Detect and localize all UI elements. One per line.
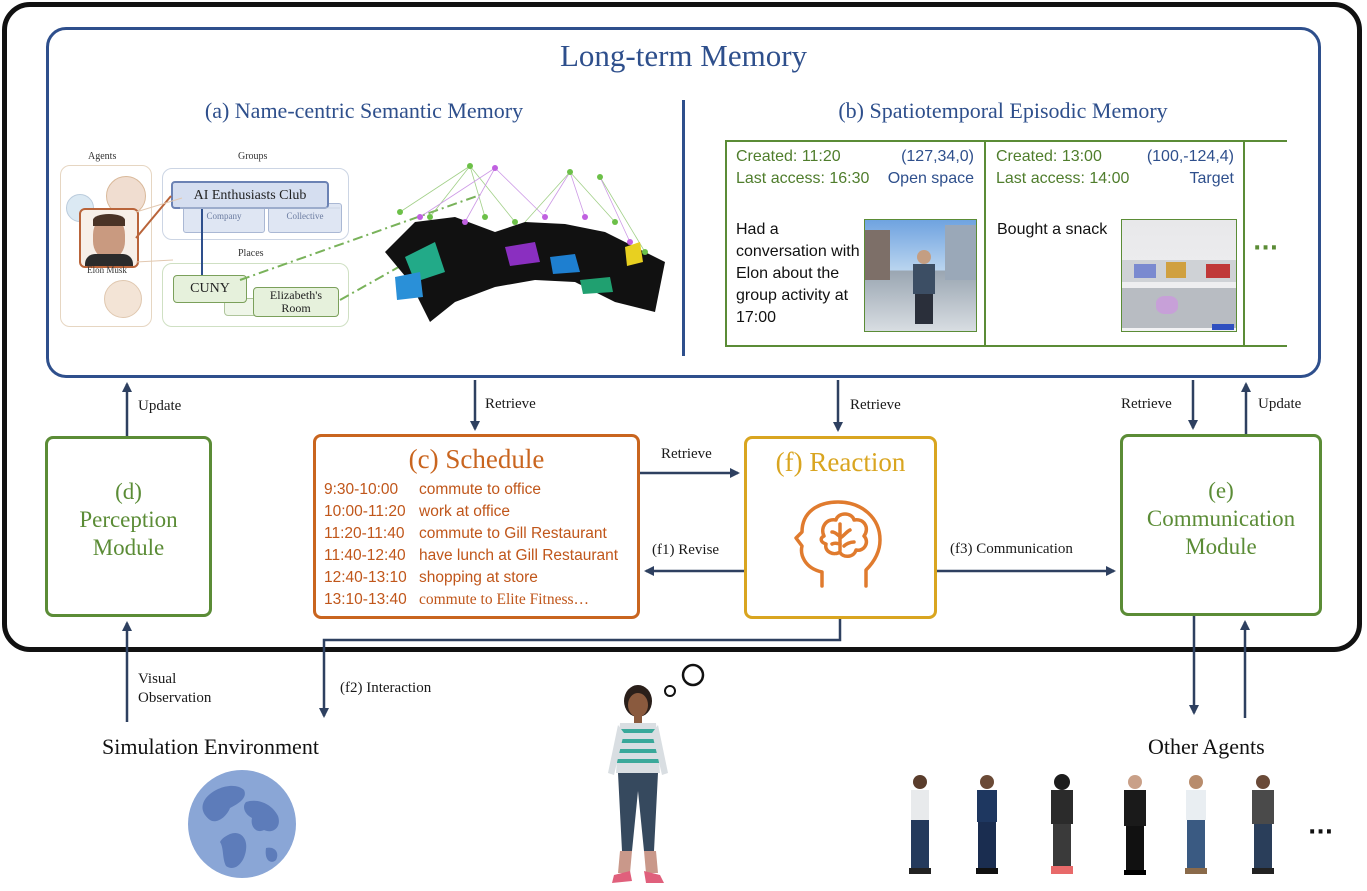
communication-module-label: (e) Communication Module bbox=[1120, 477, 1322, 561]
episode2-coords: (100,-124,4) bbox=[1146, 148, 1234, 165]
reaction-title: (f) Reaction bbox=[775, 447, 906, 477]
retrieve-label-schedule-reaction: Retrieve bbox=[661, 446, 712, 462]
episode2-store-image bbox=[1121, 219, 1237, 332]
episode1-created: Created: 11:20 bbox=[736, 148, 841, 165]
episodic-memory-title: (b) Spatiotemporal Episodic Memory bbox=[838, 98, 1168, 123]
perception-line1: Perception bbox=[79, 507, 178, 532]
episode1-place: Open space bbox=[887, 170, 974, 187]
places-label: Places bbox=[238, 248, 264, 259]
episode1-coords: (127,34,0) bbox=[901, 148, 974, 165]
other-agent-figure bbox=[1185, 775, 1207, 874]
episode-continuation bbox=[1245, 140, 1287, 142]
agent-avatar-faded bbox=[104, 280, 142, 318]
agents-label: Agents bbox=[88, 151, 117, 162]
semantic-graph-links bbox=[135, 194, 481, 301]
retrieve-label-comm: Retrieve bbox=[1121, 396, 1172, 412]
episode-card-1 bbox=[725, 140, 986, 347]
long-term-memory-title: Long-term Memory bbox=[559, 38, 808, 73]
more-episodes-ellipsis: ··· bbox=[1253, 236, 1279, 261]
other-agents-group bbox=[909, 774, 1274, 875]
agent-frame bbox=[2, 2, 1362, 652]
main-agent-avatar bbox=[608, 685, 668, 883]
episode1-text: Had a conversation with Elon about the g… bbox=[736, 221, 860, 326]
perception-line2: Module bbox=[92, 535, 165, 560]
schedule-box bbox=[313, 434, 640, 619]
update-label-left: Update bbox=[138, 398, 182, 414]
groups-label: Groups bbox=[238, 151, 268, 162]
episode-divider bbox=[984, 140, 986, 347]
semantic-memory-title: (a) Name-centric Semantic Memory bbox=[204, 98, 524, 123]
globe-icon bbox=[188, 770, 296, 878]
other-agent-figure bbox=[1124, 775, 1146, 875]
update-label-right: Update bbox=[1258, 396, 1302, 412]
agents-panel bbox=[60, 165, 152, 327]
episode-divider bbox=[1243, 140, 1245, 347]
communication-label: (f3) Communication bbox=[950, 541, 1073, 557]
communication-module-box bbox=[1120, 434, 1322, 616]
more-agents-ellipsis: ··· bbox=[1308, 820, 1334, 845]
elon-musk-label: Elon Musk bbox=[87, 265, 127, 275]
episode2-created: Created: 13:00 bbox=[996, 148, 1102, 165]
perception-module-label: (d) Perception Module bbox=[45, 478, 212, 562]
interaction-label: (f2) Interaction bbox=[340, 680, 432, 696]
episode-card-2 bbox=[986, 140, 1244, 347]
3d-scene-graph bbox=[385, 163, 665, 322]
place-node-cuny: CUNY bbox=[173, 275, 247, 303]
retrieve-label-schedule: Retrieve bbox=[485, 396, 536, 412]
other-agent-figure bbox=[1051, 774, 1073, 874]
episode1-street-image bbox=[864, 219, 977, 332]
other-agent-figure bbox=[909, 775, 931, 874]
communication-line1: Communication bbox=[1146, 506, 1296, 531]
brain-head-icon bbox=[794, 500, 882, 588]
episode2-text: Bought a snack bbox=[997, 221, 1108, 238]
other-agents-label: Other Agents bbox=[1148, 734, 1265, 759]
episode2-place: Target bbox=[1189, 170, 1234, 187]
episode-continuation bbox=[1245, 345, 1287, 347]
visual-observation-label: Visual Observation bbox=[138, 671, 212, 706]
episode1-last-access: Last access: 16:30 bbox=[736, 170, 870, 187]
communication-letter: (e) bbox=[1208, 478, 1234, 503]
revise-label: (f1) Revise bbox=[652, 542, 720, 558]
group-node-ai-enthusiasts: AI Enthusiasts Club bbox=[171, 181, 329, 209]
perception-letter: (d) bbox=[115, 479, 142, 504]
place-node-elizabeths-room: Elizabeth's Room bbox=[253, 287, 339, 317]
long-term-memory-box bbox=[46, 27, 1321, 378]
elon-musk-avatar bbox=[79, 208, 139, 268]
schedule-title: (c) Schedule bbox=[408, 444, 545, 474]
communication-line2: Module bbox=[1185, 534, 1257, 559]
episode2-last-access: Last access: 14:00 bbox=[996, 170, 1130, 187]
other-agent-figure bbox=[976, 775, 998, 874]
simulation-environment-label: Simulation Environment bbox=[102, 734, 319, 759]
thought-bubble-icon bbox=[664, 663, 705, 697]
perception-module-box bbox=[45, 436, 212, 617]
memory-divider bbox=[682, 100, 685, 356]
retrieve-label-reaction: Retrieve bbox=[850, 397, 901, 413]
other-agent-figure bbox=[1252, 775, 1274, 874]
